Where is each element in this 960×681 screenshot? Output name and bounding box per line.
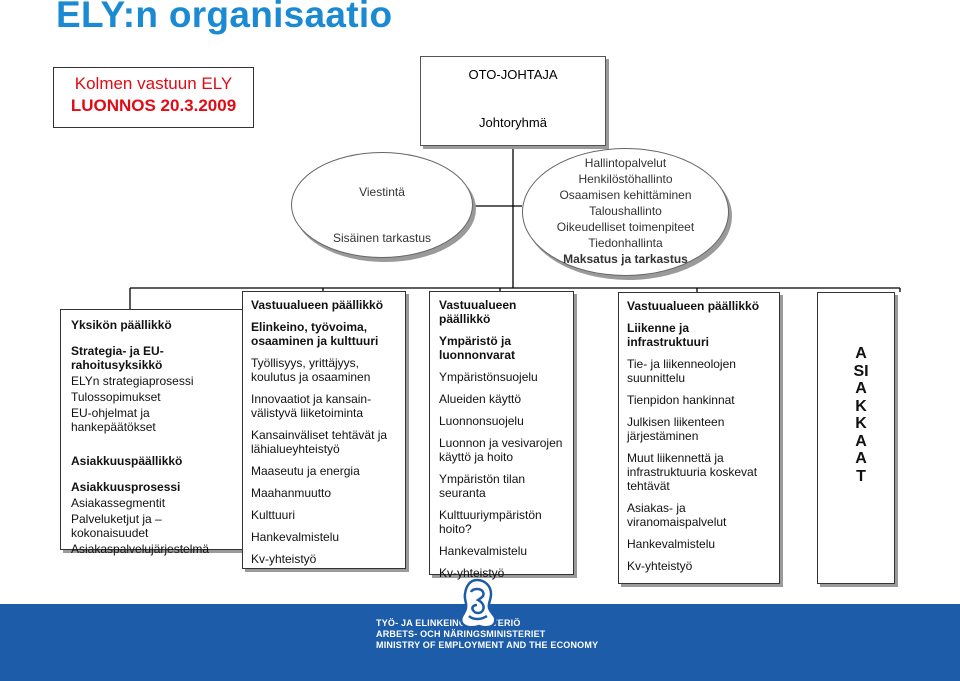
area-task: Ympäristön tilan seuranta <box>439 472 526 500</box>
admin-services-list: Hallintopalvelut Henkilöstöhallinto Osaa… <box>523 155 728 267</box>
internal-audit-label: Sisäinen tarkastus <box>332 231 432 245</box>
unit-task: Tulossopimukset <box>71 390 161 404</box>
area-task: Luonnonsuojelu <box>439 414 524 428</box>
management-group-label: Johtoryhmä <box>479 115 547 130</box>
version-title: Kolmen vastuun ELY <box>74 74 233 93</box>
transport-responsibility-box: Vastuualueen päällikkö Liikenne ja infra… <box>618 292 780 584</box>
environment-responsibility-box: Vastuualueen päällikkö Ympäristö ja luon… <box>429 291 574 580</box>
area-head-heading: Vastuualueen päällikkö <box>627 299 760 313</box>
ministry-name-fi: TYÖ- JA ELINKEINOMINISTERIÖ <box>376 618 521 628</box>
area-task: Muut liikennettä ja infrastruktuuria kos… <box>627 451 758 493</box>
area-task: Tienpidon hankinnat <box>627 393 735 407</box>
unit-name: Strategia- ja EU-rahoitusyksikkö <box>71 344 164 372</box>
admin-service-item: Oikeudelliset toimenpiteet <box>556 220 695 234</box>
area-head-heading: Vastuualueen päällikkö <box>251 298 384 312</box>
draft-version-box: Kolmen vastuun ELY LUONNOS 20.3.2009 <box>53 67 254 128</box>
area-name: Elinkeino, työvoima, osaaminen ja kulttu… <box>251 320 379 348</box>
area-name: Ympäristö ja luonnonvarat <box>439 334 516 362</box>
area-task: Kv-yhteistyö <box>627 559 693 573</box>
area-task: Kansainväliset tehtävät ja lähialueyhtei… <box>251 428 388 456</box>
admin-services-ellipse: Hallintopalvelut Henkilöstöhallinto Osaa… <box>522 148 729 276</box>
management-box: OTO-JOHTAJA Johtoryhmä <box>420 56 606 146</box>
area-task: Maaseutu ja energia <box>251 464 360 478</box>
area-task: Kv-yhteistyö <box>439 566 505 580</box>
customer-manager-heading: Asiakkuuspäällikkö <box>71 454 183 468</box>
customers-label: ASIAKKAAT <box>853 345 869 485</box>
ministry-name-sv: ARBETS- OCH NÄRINGSMINISTERIET <box>376 629 546 639</box>
area-name: Liikenne ja infrastruktuuri <box>627 321 710 349</box>
ministry-name: TYÖ- JA ELINKEINOMINISTERIÖ ARBETS- OCH … <box>376 618 598 651</box>
area-task: Luonnon ja vesivarojen käyttö ja hoito <box>439 436 563 464</box>
unit-task: Palveluketjut ja – kokonaisuudet <box>71 512 162 540</box>
area-task: Maahanmuutto <box>251 486 332 500</box>
area-task: Asiakas- ja viranomaispalvelut <box>627 501 727 529</box>
area-task: Hankevalmistelu <box>439 544 528 558</box>
area-task: Tie- ja liikenneolojen suunnittelu <box>627 357 736 385</box>
lion-emblem-icon <box>459 578 497 629</box>
unit-task: Asiakaspalvelujärjestelmä <box>71 542 210 556</box>
admin-service-item: Henkilöstöhallinto <box>578 172 673 186</box>
ministry-name-en: MINISTRY OF EMPLOYMENT AND THE ECONOMY <box>376 640 599 650</box>
customer-process-name: Asiakkuusprosessi <box>71 480 181 494</box>
area-task: Hankevalmistelu <box>627 537 716 551</box>
admin-service-item: Taloushallinto <box>589 204 662 218</box>
area-task: Innovaatiot ja kansain-välistyvä liiketo… <box>251 392 372 420</box>
customers-box: ASIAKKAAT <box>817 292 895 584</box>
staff-units-ellipse: Viestintä Sisäinen tarkastus <box>291 152 473 258</box>
area-task: Kulttuuriympäristön hoito? <box>439 508 542 536</box>
area-task: Julkisen liikenteen järjestäminen <box>627 415 725 443</box>
admin-service-item: Tiedonhallinta <box>588 236 663 250</box>
unit-task: Asiakassegmentit <box>71 496 166 510</box>
admin-service-item: Hallintopalvelut <box>584 156 667 170</box>
admin-service-item: Maksatus ja tarkastus <box>563 252 688 266</box>
director-label: OTO-JOHTAJA <box>468 67 558 82</box>
draft-date: LUONNOS 20.3.2009 <box>70 96 237 115</box>
communications-label: Viestintä <box>359 185 405 199</box>
area-task: Alueiden käyttö <box>439 392 522 406</box>
area-task: Hankevalmistelu <box>251 530 340 544</box>
unit-task: ELYn strategiaprosessi <box>71 374 194 388</box>
strategy-unit-box: Yksikön päällikkö Strategia- ja EU-rahoi… <box>60 309 243 556</box>
area-task: Kulttuuri <box>251 508 296 522</box>
unit-head-heading: Yksikön päällikkö <box>71 318 172 332</box>
area-task: Kv-yhteistyö <box>251 552 317 566</box>
area-task: Työllisyys, yrittäjyys, koulutus ja osaa… <box>251 356 371 384</box>
area-head-heading: Vastuualueen päällikkö <box>439 298 517 326</box>
page-title: ELY:n organisaatio <box>56 0 393 35</box>
business-responsibility-box: Vastuualueen päällikkö Elinkeino, työvoi… <box>242 291 406 569</box>
area-task: Ympäristönsuojelu <box>439 370 538 384</box>
unit-task: EU-ohjelmat ja hankepäätökset <box>71 406 156 434</box>
admin-service-item: Osaamisen kehittäminen <box>559 188 692 202</box>
ministry-footer: TYÖ- JA ELINKEINOMINISTERIÖ ARBETS- OCH … <box>0 604 960 681</box>
